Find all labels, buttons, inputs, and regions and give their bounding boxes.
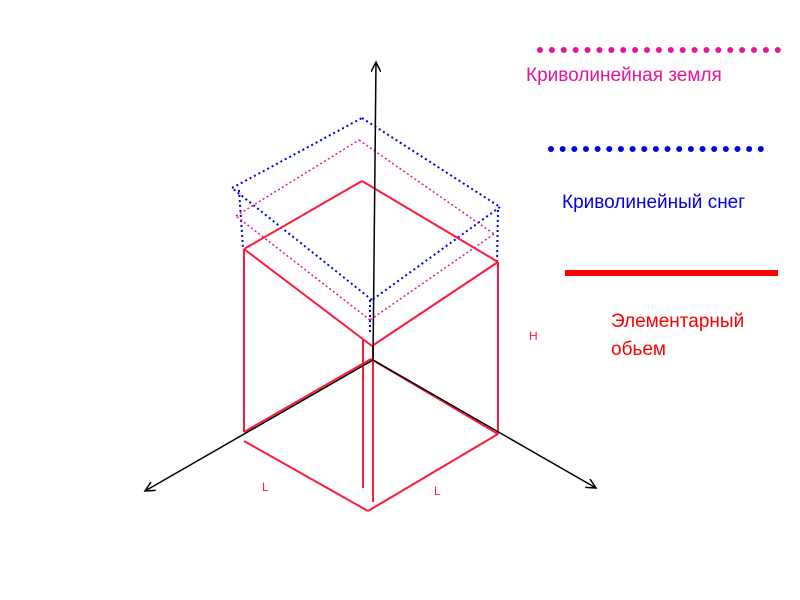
cube-bottom-left-edge (243, 440, 369, 512)
length-right-dimension-label: L (434, 484, 441, 498)
cube-top-front-left-edge (243, 248, 373, 347)
snow-right-vertical (496, 209, 499, 263)
snow-top-right-edge (361, 117, 501, 208)
legend-snow-label: Криволинейный снег (562, 192, 746, 213)
snow-surface (231, 117, 501, 334)
legend-volume-label-line1: Элементарный (611, 311, 745, 332)
length-left-dimension-label: L (262, 480, 269, 494)
cube-top-right-edge (361, 180, 499, 263)
height-dimension-label: H (529, 329, 538, 343)
coordinate-axes (145, 62, 596, 491)
cube-top-front-right-edge (371, 261, 499, 347)
elementary-volume-cube (243, 180, 499, 512)
ground-top-left-edge (235, 139, 360, 217)
cube-bottom-back-left-edge (243, 358, 372, 433)
legend-volume-label-line2: обьем (611, 339, 666, 360)
legend-volume-line (565, 270, 778, 276)
cube-top-left-edge (243, 180, 363, 250)
legend-ground-label: Криволинейная земля (526, 65, 722, 86)
ground-bottom-left-edge (235, 215, 371, 321)
vertical-axis (373, 62, 376, 361)
ground-surface (235, 139, 495, 321)
cube-bottom-right-edge (367, 433, 499, 512)
snow-bottom-right-edge (371, 206, 501, 301)
legend-snow-line (548, 146, 764, 152)
legend-ground-line (537, 47, 781, 53)
left-axis (145, 359, 374, 491)
right-axis (372, 359, 596, 488)
ground-top-right-edge (358, 139, 495, 235)
